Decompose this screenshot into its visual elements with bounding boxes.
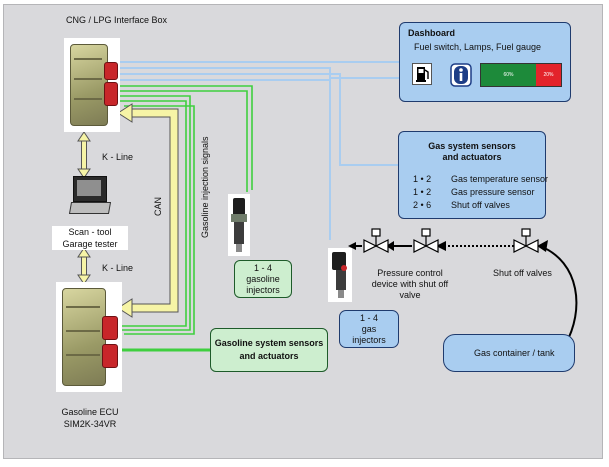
scan-tool-label-line2: Garage tester bbox=[62, 239, 118, 249]
scan-tool-laptop bbox=[68, 176, 112, 216]
interface-box-label: CNG / LPG Interface Box bbox=[66, 15, 168, 25]
gasoline-sensors-title-line2: and actuators bbox=[239, 351, 299, 361]
gasoline-injection-signals-label: Gasoline injection signals bbox=[200, 136, 210, 238]
dashboard-box[interactable]: Dashboard Fuel switch, Lamps, Fuel gauge… bbox=[399, 22, 571, 102]
gasoline-sensors-box[interactable]: Gasoline system sensors and actuators bbox=[210, 328, 328, 372]
valve-pressure-control bbox=[363, 228, 389, 253]
gas-sensor-item-count: 2 • 6 bbox=[413, 200, 432, 210]
gasoline-ecu-label: Gasoline ECU SIM2K-34VR bbox=[50, 406, 130, 430]
gas-injectors-line3: injectors bbox=[352, 335, 386, 345]
line-green-3 bbox=[120, 95, 191, 331]
gas-injectors-box[interactable]: 1 - 4 gas injectors bbox=[339, 310, 399, 348]
gas-sensor-item-label: Gas temperature sensor bbox=[451, 174, 549, 184]
fuel-gauge-green: 60% bbox=[481, 64, 536, 86]
gasoline-injectors-line2: gasoline bbox=[246, 274, 280, 284]
gas-sensor-item-count: 1 • 2 bbox=[413, 187, 432, 197]
k-line-arrow-top bbox=[77, 131, 91, 179]
valve-middle bbox=[413, 228, 439, 253]
gas-sensor-item-count: 1 • 2 bbox=[413, 174, 432, 184]
shut-off-valves-label: Shut off valves bbox=[493, 268, 552, 278]
scan-tool-label: Scan - tool Garage tester bbox=[52, 226, 128, 250]
info-lamp-icon bbox=[450, 63, 472, 87]
gasoline-ecu-label-line1: Gasoline ECU bbox=[61, 407, 119, 417]
line-interface-to-gas-sensors bbox=[120, 73, 398, 166]
pressure-control-line2: device with shut off bbox=[371, 279, 449, 289]
pressure-control-line1: Pressure control bbox=[377, 268, 443, 278]
scan-tool-label-line1: Scan - tool bbox=[68, 227, 112, 237]
gasoline-injectors-box[interactable]: 1 - 4 gasoline injectors bbox=[234, 260, 292, 298]
gasoline-sensors-title-line1: Gasoline system sensors bbox=[214, 338, 324, 348]
interface-box-body bbox=[70, 44, 108, 126]
laptop-keyboard-icon bbox=[68, 202, 112, 214]
gas-sensor-item-label: Shut off valves bbox=[451, 200, 510, 210]
gasoline-ecu-body bbox=[62, 288, 106, 386]
gasoline-ecu-connector bbox=[102, 316, 118, 340]
k-line-label-bottom: K - Line bbox=[102, 263, 134, 273]
gas-container-box[interactable]: Gas container / tank bbox=[443, 334, 575, 372]
gas-sensors-title-line2: and actuators bbox=[442, 152, 502, 162]
pressure-control-label: Pressure control device with shut off va… bbox=[362, 268, 458, 301]
gas-sensors-title: Gas system sensors and actuators bbox=[399, 141, 545, 163]
fuel-gauge: 60% 20% bbox=[480, 63, 562, 87]
gasoline-injectors-line3: injectors bbox=[246, 285, 280, 295]
gasoline-injector-icon bbox=[228, 194, 250, 256]
valve-shut-off bbox=[513, 228, 539, 253]
k-line-label-top: K - Line bbox=[102, 152, 134, 162]
gas-line bbox=[348, 240, 578, 346]
gas-sensor-item-label: Gas pressure sensor bbox=[451, 187, 535, 197]
gas-injectors-line1: 1 - 4 bbox=[359, 313, 378, 323]
interface-box[interactable] bbox=[64, 38, 120, 132]
fuel-pump-icon bbox=[412, 63, 432, 85]
can-arrow bbox=[117, 103, 179, 318]
gas-injector-icon bbox=[328, 248, 352, 302]
can-label: CAN bbox=[153, 196, 163, 216]
pressure-control-line3: valve bbox=[399, 290, 421, 300]
gasoline-ecu[interactable] bbox=[56, 282, 122, 392]
dashboard-title: Dashboard bbox=[408, 28, 456, 38]
interface-box-connector bbox=[104, 62, 118, 80]
gasoline-ecu-connector-2 bbox=[102, 344, 118, 368]
gasoline-ecu-label-line2: SIM2K-34VR bbox=[63, 419, 117, 429]
line-interface-to-gas-injector bbox=[120, 79, 331, 240]
interface-box-connector-2 bbox=[104, 82, 118, 106]
line-green-1 bbox=[120, 85, 253, 190]
laptop-screen-icon bbox=[73, 176, 107, 202]
k-line-arrow-bottom bbox=[77, 247, 91, 285]
line-green-2 bbox=[120, 90, 248, 192]
gas-sensors-title-line1: Gas system sensors bbox=[428, 141, 516, 151]
gas-injectors-line2: gas bbox=[361, 324, 377, 334]
fuel-gauge-red: 20% bbox=[536, 64, 561, 86]
gas-sensors-box[interactable]: Gas system sensors and actuators 1 • 2 G… bbox=[398, 131, 549, 219]
gasoline-injectors-line1: 1 - 4 bbox=[253, 263, 272, 273]
line-green-5 bbox=[124, 105, 195, 335]
line-green-4 bbox=[120, 100, 187, 327]
gas-container-label: Gas container / tank bbox=[474, 348, 555, 358]
dashboard-subtitle: Fuel switch, Lamps, Fuel gauge bbox=[414, 42, 542, 52]
